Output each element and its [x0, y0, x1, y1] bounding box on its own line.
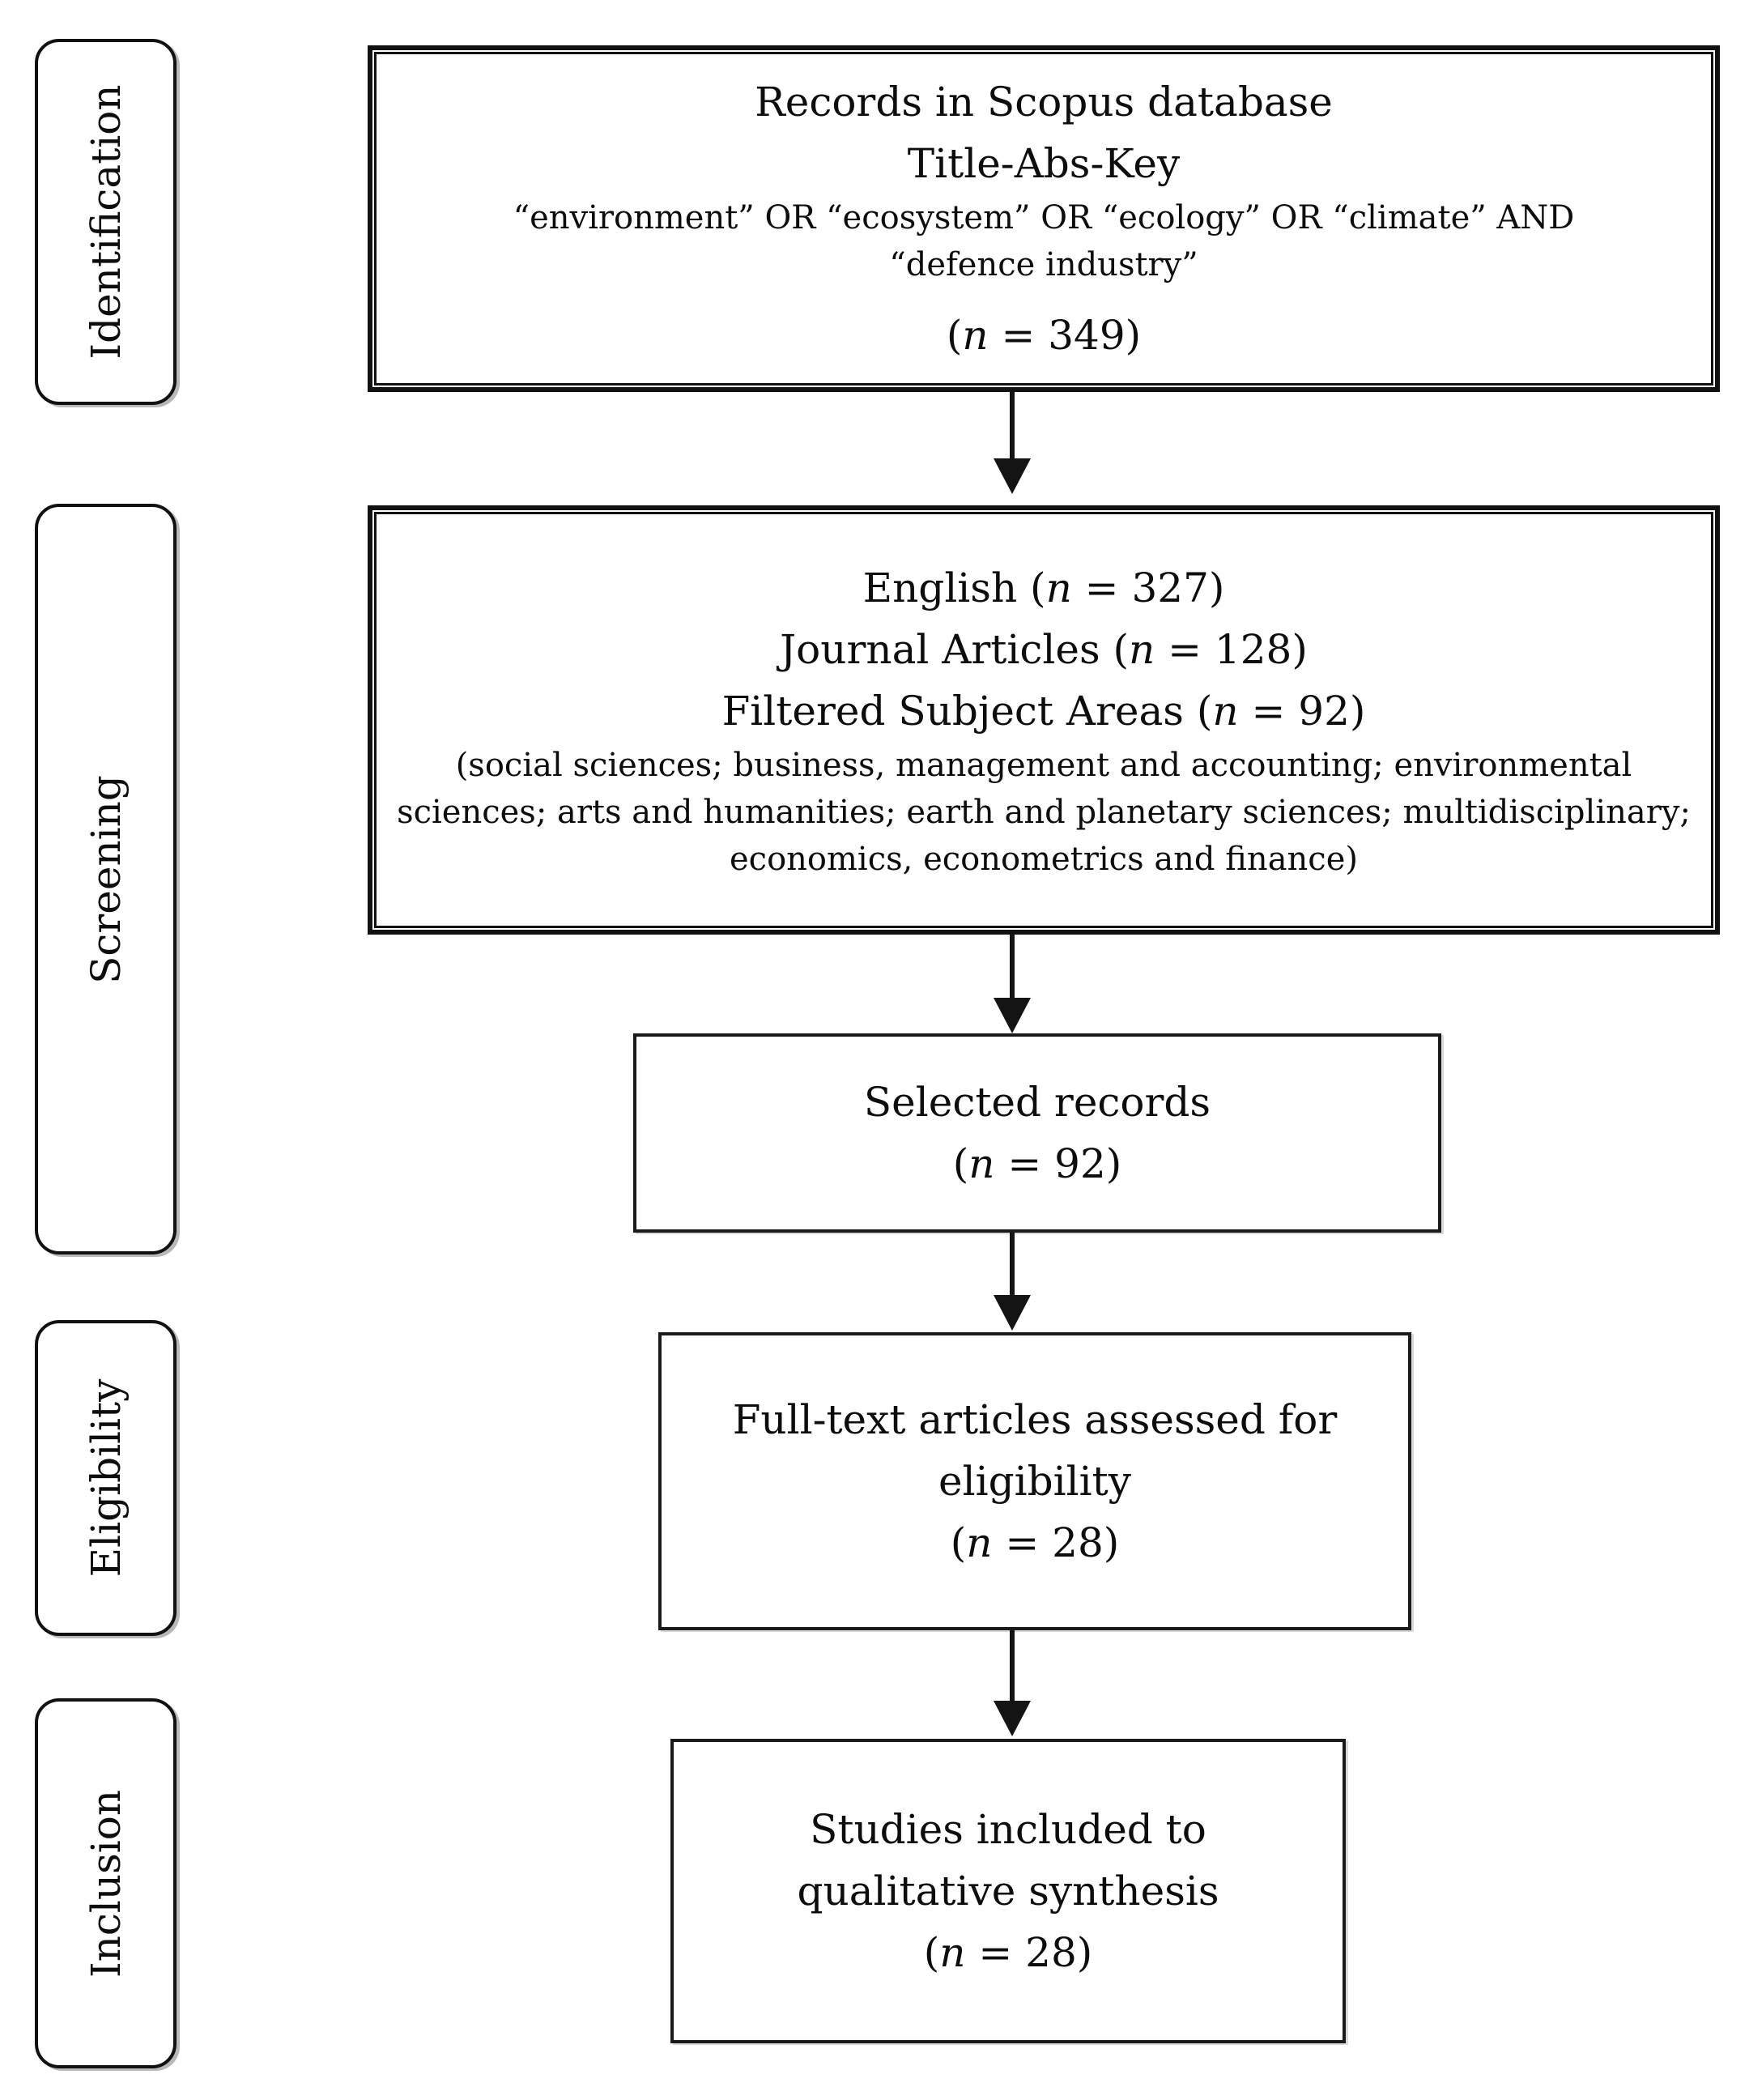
screening-line: English (n = 327): [862, 564, 1225, 611]
eligibility-line: eligibility: [938, 1458, 1131, 1505]
records-count: (n = 349): [946, 312, 1142, 359]
flow-box-selected: Selected records (n = 92): [633, 1033, 1441, 1233]
flow-arrow-stem: [1010, 1233, 1015, 1296]
records-query-line: “defence industry”: [889, 246, 1198, 283]
flow-arrow-stem: [1010, 391, 1015, 459]
down-arrow-icon: [994, 1295, 1031, 1331]
down-arrow-icon: [994, 998, 1031, 1033]
selected-count: (n = 92): [952, 1140, 1122, 1187]
screening-line: Journal Articles (n = 128): [780, 626, 1308, 673]
stage-box-eligibility: Eligibility: [35, 1320, 177, 1636]
records-subtitle: Title-Abs-Key: [907, 140, 1181, 187]
down-arrow-icon: [994, 1701, 1031, 1736]
screening-line: Filtered Subject Areas (n = 92): [721, 688, 1366, 735]
eligibility-line: Full-text articles assessed for: [732, 1396, 1338, 1443]
stage-label-eligibility: Eligibility: [82, 1378, 130, 1578]
stage-label-screening: Screening: [82, 774, 130, 984]
selected-title: Selected records: [863, 1079, 1211, 1126]
flow-box-screening: English (n = 327) Journal Articles (n = …: [368, 505, 1720, 935]
flow-box-inclusion: Studies included to qualitative synthesi…: [670, 1739, 1346, 2043]
stage-box-screening: Screening: [35, 504, 177, 1254]
inclusion-count: (n = 28): [923, 1929, 1093, 1976]
down-arrow-icon: [994, 458, 1031, 494]
flow-box-eligibility: Full-text articles assessed for eligibil…: [658, 1332, 1411, 1630]
records-title: Records in Scopus database: [755, 79, 1333, 126]
inclusion-line: Studies included to: [810, 1806, 1206, 1853]
flow-arrow-stem: [1010, 1630, 1015, 1702]
stage-box-identification: Identification: [35, 39, 177, 405]
flow-arrow-stem: [1010, 934, 1015, 999]
flow-box-records: Records in Scopus database Title-Abs-Key…: [368, 45, 1720, 392]
records-query-line: “environment” OR “ecosystem” OR “ecology…: [513, 199, 1575, 236]
eligibility-count: (n = 28): [950, 1519, 1120, 1566]
inclusion-line: qualitative synthesis: [797, 1868, 1219, 1915]
screening-subject-areas: (social sciences; business, management a…: [397, 747, 1691, 878]
stage-label-identification: Identification: [82, 84, 130, 360]
stage-box-inclusion: Inclusion: [35, 1698, 177, 2068]
stage-label-inclusion: Inclusion: [82, 1789, 130, 1978]
